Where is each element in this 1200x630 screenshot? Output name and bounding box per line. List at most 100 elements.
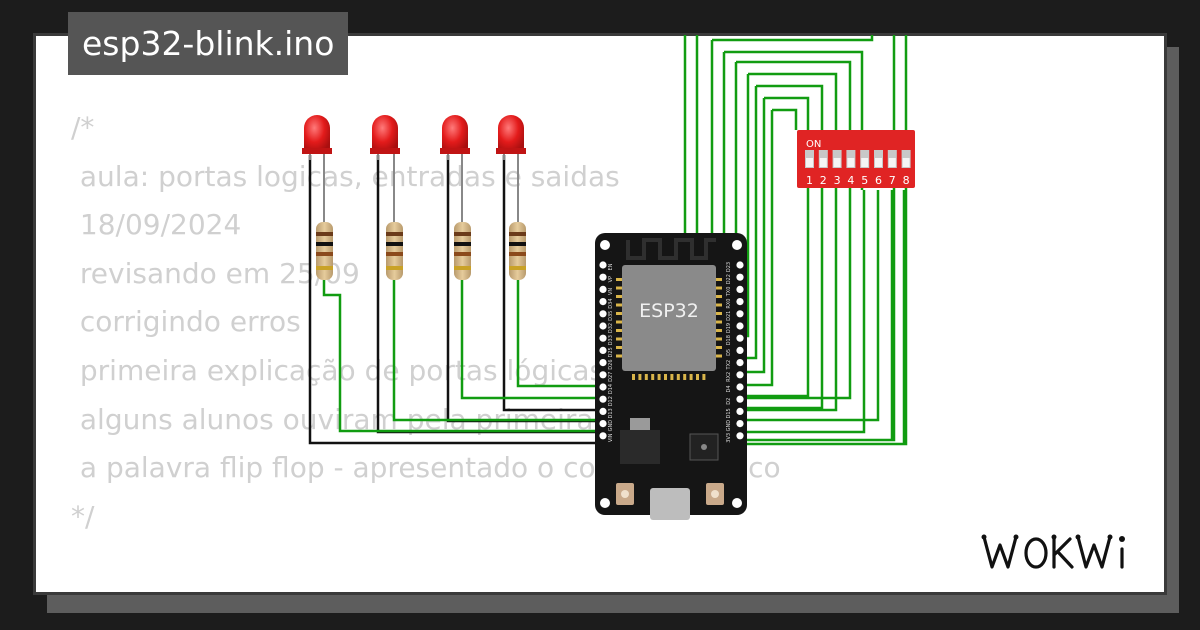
esp32-pin-label: RX2 bbox=[726, 372, 732, 382]
esp32-pin-label: D27 bbox=[608, 372, 614, 382]
esp32-pin[interactable] bbox=[736, 261, 744, 269]
dip-number-label: 3 bbox=[834, 174, 841, 187]
dip-toggle[interactable] bbox=[806, 158, 813, 167]
esp32-pin[interactable] bbox=[736, 322, 744, 330]
esp32-pin-label: D2 bbox=[726, 398, 732, 405]
led-group bbox=[302, 115, 526, 225]
code-line: 18/09/2024 bbox=[71, 208, 242, 242]
dip-number-label: 2 bbox=[820, 174, 827, 187]
dip-toggle[interactable] bbox=[902, 158, 910, 167]
led-1[interactable] bbox=[302, 115, 332, 225]
esp32-pin-label: RX0 bbox=[726, 299, 732, 309]
dip-number-label: 7 bbox=[889, 174, 896, 187]
led-4[interactable] bbox=[496, 115, 526, 225]
esp32-pin-label: D21 bbox=[726, 311, 732, 321]
esp32-pin-label: 3V3 bbox=[726, 433, 732, 443]
esp32-pin[interactable] bbox=[736, 395, 744, 403]
dip-number-label: 5 bbox=[861, 174, 868, 187]
esp32-pin[interactable] bbox=[599, 432, 607, 440]
esp32-pin-label: D22 bbox=[726, 274, 732, 284]
esp32-pin-label: D15 bbox=[726, 408, 732, 418]
esp32-pin[interactable] bbox=[736, 273, 744, 281]
code-line: /* bbox=[71, 111, 95, 144]
code-line: primeira explicação de portas lógicas bbox=[71, 353, 605, 387]
esp32-chip-label: ESP32 bbox=[639, 300, 699, 322]
esp32-pin[interactable] bbox=[736, 285, 744, 293]
esp32-pin-label: D19 bbox=[726, 323, 732, 333]
resistor-2[interactable] bbox=[386, 222, 403, 280]
esp32-pin-label: VIN bbox=[608, 433, 614, 442]
esp32-pin[interactable] bbox=[736, 310, 744, 318]
esp32-pin[interactable] bbox=[599, 322, 607, 330]
esp32-pin[interactable] bbox=[599, 420, 607, 428]
dip-number-label: 6 bbox=[875, 174, 882, 187]
esp32-board[interactable]: ESP32 ENVPVND34D35D32D33D25D26D27D14D12D… bbox=[595, 233, 747, 520]
black-wires bbox=[308, 155, 604, 445]
antenna-trace bbox=[626, 238, 716, 260]
esp32-pin[interactable] bbox=[736, 371, 744, 379]
esp32-pin[interactable] bbox=[736, 346, 744, 354]
esp32-pin-label: D5 bbox=[726, 349, 732, 356]
dip-number-label: 8 bbox=[903, 174, 910, 187]
dip-toggle[interactable] bbox=[833, 158, 841, 167]
esp32-pin-label: D34 bbox=[608, 298, 614, 308]
esp32-pin[interactable] bbox=[736, 359, 744, 367]
dip-toggle[interactable] bbox=[875, 158, 882, 167]
dip-number-label: 4 bbox=[847, 174, 854, 187]
esp32-pin-label: D23 bbox=[726, 262, 732, 272]
esp32-pin[interactable] bbox=[599, 395, 607, 403]
resistor-4[interactable] bbox=[509, 222, 526, 280]
dip-on-label: ON bbox=[806, 139, 821, 150]
esp32-left-pins: ENVPVND34D35D32D33D25D26D27D14D12D13GNDV… bbox=[599, 261, 614, 442]
dip-slots bbox=[805, 150, 911, 168]
dip-toggle[interactable] bbox=[847, 158, 855, 167]
esp32-pin[interactable] bbox=[599, 261, 607, 269]
esp32-pin[interactable] bbox=[599, 383, 607, 391]
esp32-pin-label: TX0 bbox=[726, 287, 732, 298]
led-2[interactable] bbox=[370, 115, 400, 225]
esp32-pin-label: VN bbox=[608, 288, 614, 295]
esp32-pin[interactable] bbox=[599, 334, 607, 342]
dip-toggle[interactable] bbox=[888, 158, 896, 167]
file-title-badge: esp32-blink.ino bbox=[68, 12, 349, 75]
esp32-pin-label: EN bbox=[608, 263, 614, 270]
esp32-pin[interactable] bbox=[599, 346, 607, 354]
esp32-pin[interactable] bbox=[599, 359, 607, 367]
esp32-pin-label: D12 bbox=[608, 396, 614, 406]
esp32-pin[interactable] bbox=[599, 285, 607, 293]
dip-number-label: 1 bbox=[806, 174, 813, 187]
esp32-pin[interactable] bbox=[736, 334, 744, 342]
esp32-pin[interactable] bbox=[599, 407, 607, 415]
esp32-pin-label: GND bbox=[726, 420, 732, 432]
esp32-pin[interactable] bbox=[736, 407, 744, 415]
esp32-pin[interactable] bbox=[599, 273, 607, 281]
chip-pins bbox=[616, 278, 722, 380]
esp32-pin-label: D25 bbox=[608, 347, 614, 357]
esp32-pin-label: D18 bbox=[726, 335, 732, 345]
esp32-pin[interactable] bbox=[599, 310, 607, 318]
dip-toggle[interactable] bbox=[819, 158, 827, 167]
esp32-pin[interactable] bbox=[736, 432, 744, 440]
esp32-pin-label: GND bbox=[608, 420, 614, 432]
esp32-pin[interactable] bbox=[599, 371, 607, 379]
code-line: */ bbox=[71, 499, 95, 533]
esp32-pin[interactable] bbox=[736, 383, 744, 391]
esp32-pin[interactable] bbox=[736, 298, 744, 306]
dip-toggle[interactable] bbox=[861, 158, 869, 167]
esp32-chip bbox=[622, 265, 716, 371]
led-3[interactable] bbox=[440, 115, 470, 225]
esp32-pin[interactable] bbox=[599, 298, 607, 306]
esp32-pin-label: TX2 bbox=[726, 360, 732, 371]
esp32-pin[interactable] bbox=[736, 420, 744, 428]
resistor-1[interactable] bbox=[316, 222, 333, 280]
esp32-pin-label: D32 bbox=[608, 323, 614, 333]
esp32-pin-label: D14 bbox=[608, 384, 614, 394]
micro-usb-port[interactable] bbox=[650, 488, 690, 520]
resistor-3[interactable] bbox=[454, 222, 471, 280]
code-line: revisando em 25/09 bbox=[71, 256, 360, 290]
esp32-pin-label: D13 bbox=[608, 408, 614, 418]
resistor-group bbox=[316, 222, 526, 280]
